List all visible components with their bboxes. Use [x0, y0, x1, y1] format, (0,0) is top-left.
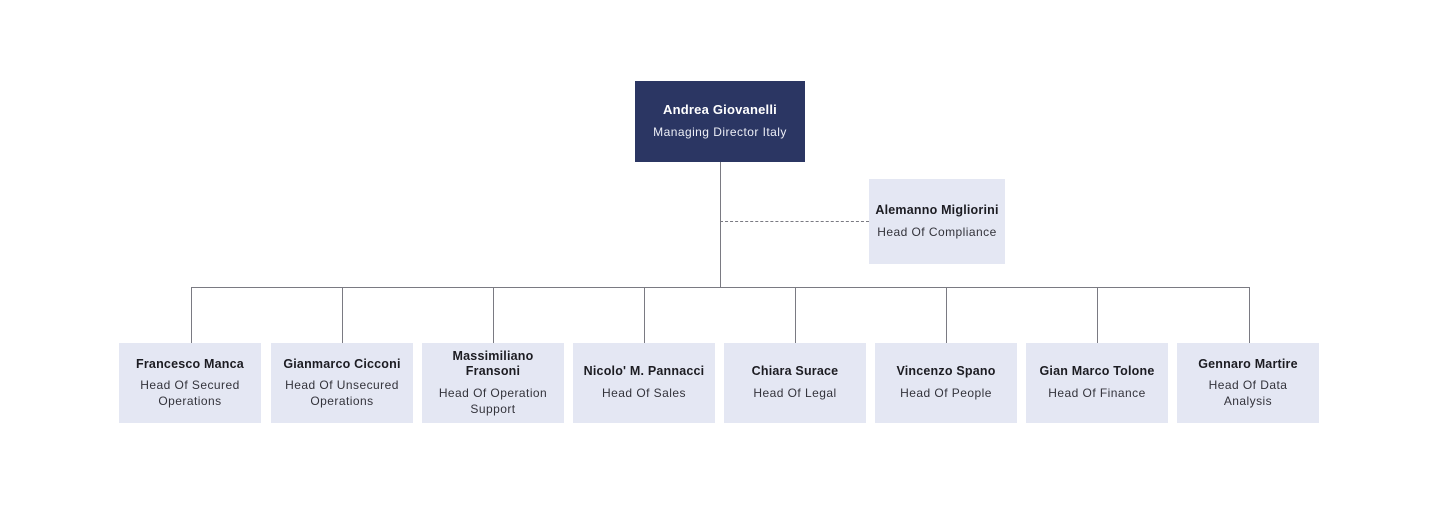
connector-root-stem: [720, 162, 721, 288]
org-node-title: Head Of Secured Operations: [140, 378, 240, 408]
org-node-name: Chiara Surace: [751, 364, 839, 379]
org-node-name: Gian Marco Tolone: [1039, 364, 1155, 379]
connector-drop-2: [342, 287, 343, 343]
org-node-title: Head Of Sales: [602, 386, 686, 401]
connector-drop-3: [493, 287, 494, 343]
org-node-subordinate[interactable]: Nicolo' M. Pannacci Head Of Sales: [573, 343, 715, 423]
connector-drop-8: [1249, 287, 1250, 343]
org-node-title: Managing Director Italy: [653, 125, 787, 140]
org-node-subordinate[interactable]: Francesco Manca Head Of Secured Operatio…: [119, 343, 261, 423]
org-node-title: Head Of Data Analysis: [1208, 378, 1288, 408]
org-node-name: Gennaro Martire: [1198, 356, 1298, 371]
org-node-subordinate[interactable]: Massimiliano Fransoni Head Of Operation …: [422, 343, 564, 423]
org-node-title: Head Of Unsecured Operations: [285, 378, 399, 408]
org-node-title: Head Of Finance: [1048, 386, 1146, 401]
org-node-name: Nicolo' M. Pannacci: [583, 364, 705, 379]
connector-drop-1: [191, 287, 192, 343]
org-node-name: Alemanno Migliorini: [875, 202, 999, 217]
org-node-name: Francesco Manca: [136, 356, 244, 371]
connector-drop-7: [1097, 287, 1098, 343]
org-node-root[interactable]: Andrea Giovanelli Managing Director Ital…: [635, 81, 805, 162]
org-node-title: Head Of Legal: [753, 386, 837, 401]
org-node-subordinate[interactable]: Vincenzo Spano Head Of People: [875, 343, 1017, 423]
org-node-name: Andrea Giovanelli: [663, 102, 777, 118]
org-node-subordinate[interactable]: Gian Marco Tolone Head Of Finance: [1026, 343, 1168, 423]
connector-horizontal-bus: [191, 287, 1250, 288]
connector-drop-6: [946, 287, 947, 343]
org-node-compliance[interactable]: Alemanno Migliorini Head Of Compliance: [869, 179, 1005, 264]
connector-drop-5: [795, 287, 796, 343]
org-node-name: Vincenzo Spano: [896, 364, 996, 379]
org-node-name: Massimiliano Fransoni: [452, 348, 534, 379]
org-node-name: Gianmarco Cicconi: [283, 356, 401, 371]
org-node-title: Head Of Operation Support: [438, 386, 548, 416]
org-node-title: Head Of Compliance: [877, 224, 997, 239]
connector-drop-4: [644, 287, 645, 343]
org-node-subordinate[interactable]: Gennaro Martire Head Of Data Analysis: [1177, 343, 1319, 423]
connector-dashed-compliance: [720, 221, 869, 222]
org-node-subordinate[interactable]: Gianmarco Cicconi Head Of Unsecured Oper…: [271, 343, 413, 423]
org-node-subordinate[interactable]: Chiara Surace Head Of Legal: [724, 343, 866, 423]
org-node-title: Head Of People: [900, 386, 992, 401]
